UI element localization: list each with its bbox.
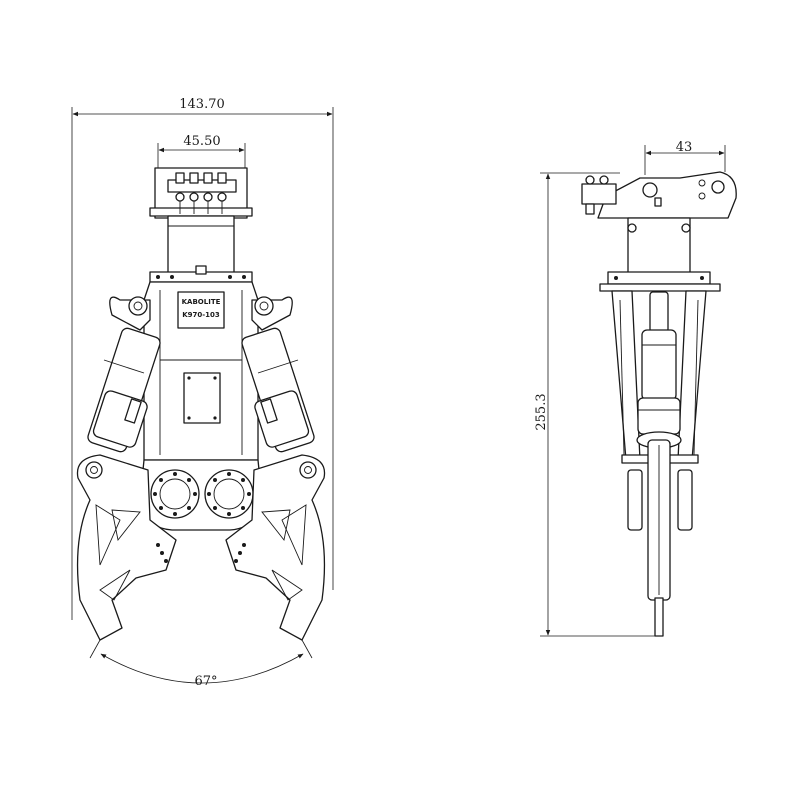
side-view: 43 255.3 bbox=[534, 140, 737, 637]
access-cover bbox=[183, 372, 221, 424]
nameplate bbox=[177, 291, 225, 329]
side-cylinder bbox=[636, 291, 682, 449]
total-height-dimension: 255.3 bbox=[534, 172, 660, 637]
bolt-circle-left bbox=[153, 472, 197, 516]
front-left-cylinder bbox=[87, 296, 161, 453]
nameplate-model: K970-103 bbox=[182, 311, 220, 319]
side-frame bbox=[599, 283, 721, 464]
front-right-jaw bbox=[225, 454, 326, 641]
nameplate-brand: KABOLITE bbox=[182, 298, 221, 306]
total-width-label: 143.70 bbox=[179, 97, 225, 112]
front-view: 143.70 45.50 bbox=[71, 97, 334, 689]
total-width-dimension: 143.70 bbox=[71, 97, 334, 620]
mount-width-label: 45.50 bbox=[183, 134, 220, 149]
front-rotator bbox=[149, 215, 253, 283]
front-top-mount bbox=[149, 167, 253, 219]
hydraulic-fittings bbox=[175, 172, 227, 214]
bolt-circle-right bbox=[207, 472, 251, 516]
side-jaws bbox=[627, 439, 693, 637]
side-rotator bbox=[607, 217, 711, 285]
jaw-angle-label: 67° bbox=[194, 674, 217, 689]
jaw-angle-dimension: 67° bbox=[89, 639, 313, 689]
side-mount-width-dimension: 43 bbox=[644, 140, 726, 175]
front-right-cylinder bbox=[241, 296, 315, 453]
side-mount-width-label: 43 bbox=[676, 140, 693, 155]
side-top-mount bbox=[581, 171, 737, 219]
front-left-jaw bbox=[76, 454, 177, 641]
total-height-label: 255.3 bbox=[534, 393, 549, 430]
front-main-body: KABOLITE K970-103 bbox=[143, 281, 259, 461]
front-gear-housings bbox=[139, 459, 263, 531]
